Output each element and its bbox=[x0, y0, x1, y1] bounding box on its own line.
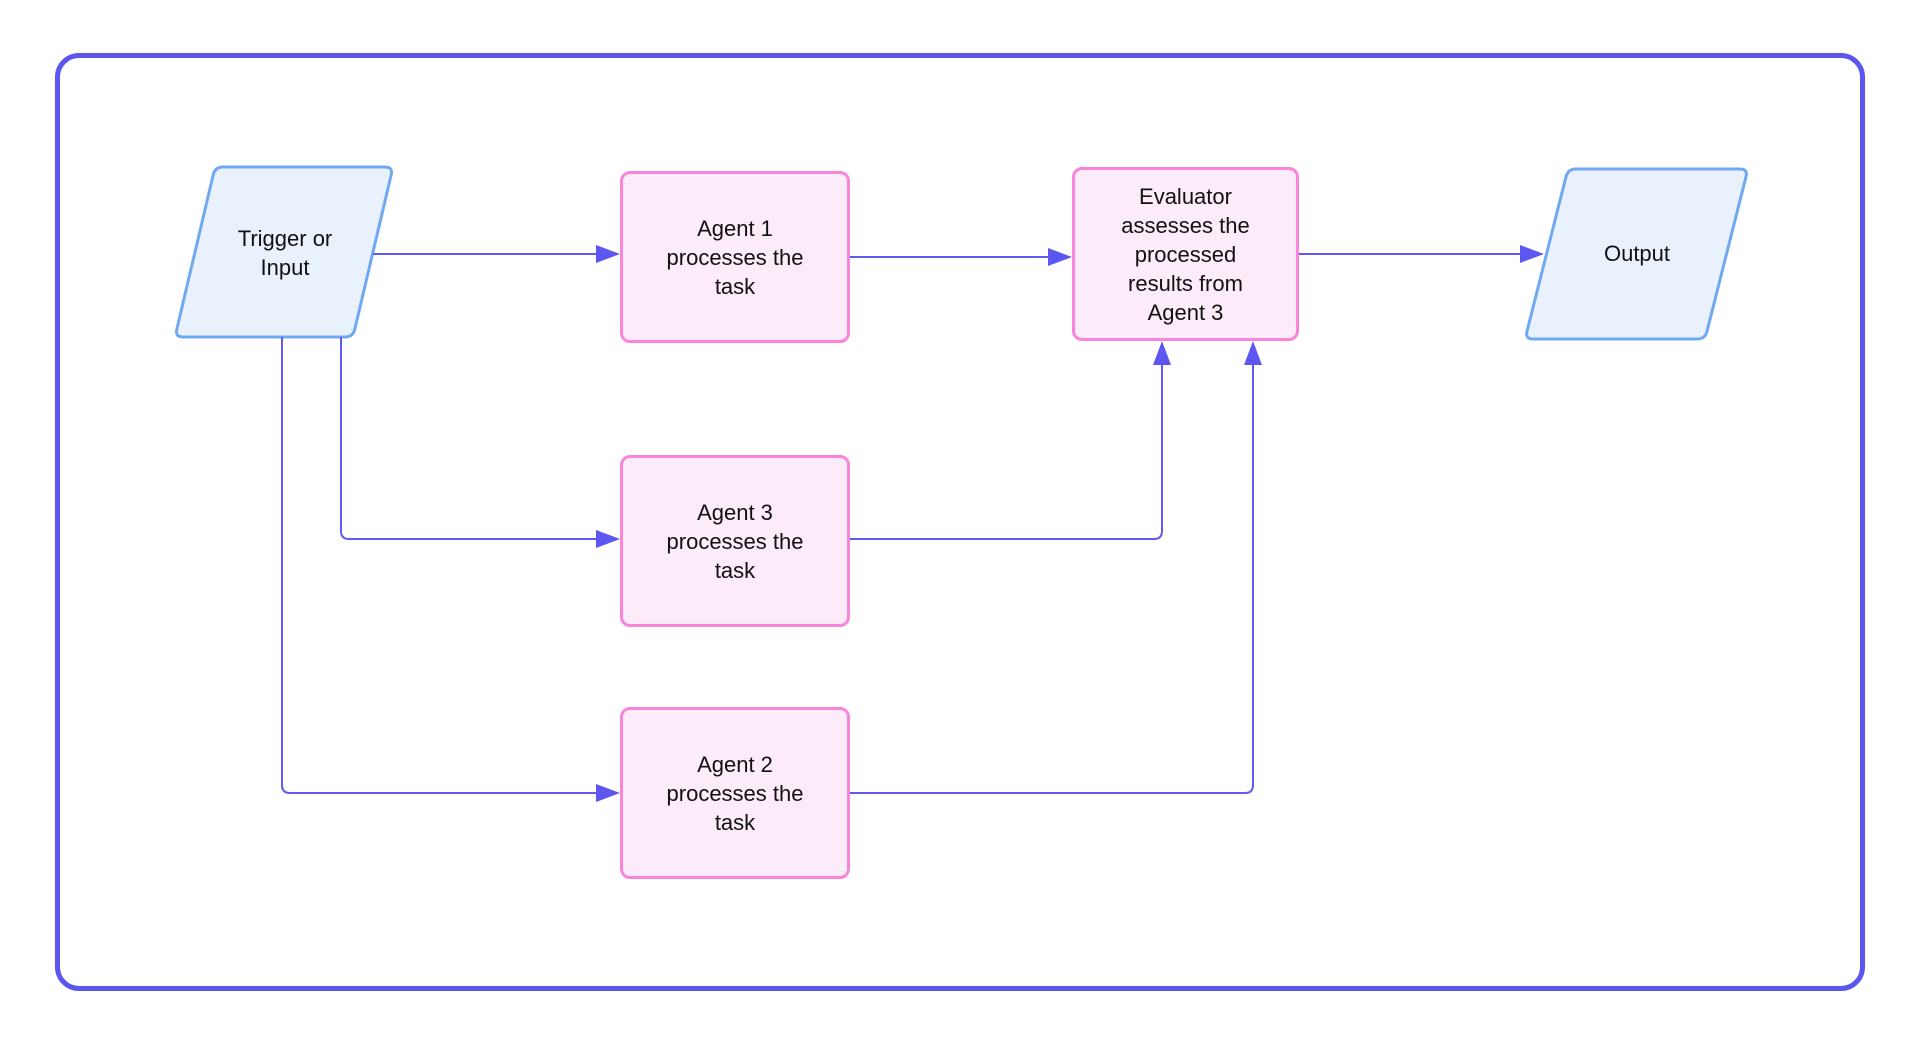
node-evaluator-label: Evaluator assesses the processed results… bbox=[1121, 183, 1250, 325]
node-agent3: Agent 3 processes the task bbox=[620, 455, 850, 627]
node-agent3-label: Agent 3 processes the task bbox=[666, 499, 804, 583]
node-trigger-label: Trigger or Input bbox=[237, 225, 333, 280]
node-trigger: Trigger or Input bbox=[195, 170, 375, 335]
arrowhead-trigger-agent2 bbox=[596, 784, 620, 802]
trigger-shape bbox=[175, 165, 393, 339]
arrowhead-trigger-agent3 bbox=[596, 530, 620, 548]
outer-frame bbox=[55, 53, 1865, 991]
arrowhead-agent1-evaluator bbox=[1048, 248, 1072, 266]
arrowhead-evaluator-output bbox=[1520, 245, 1544, 263]
node-agent1: Agent 1 processes the task bbox=[620, 171, 850, 343]
node-evaluator: Evaluator assesses the processed results… bbox=[1072, 167, 1299, 341]
edge-agent2-evaluator bbox=[850, 364, 1254, 794]
node-agent2-label: Agent 2 processes the task bbox=[666, 751, 804, 835]
arrowhead-trigger-agent1 bbox=[596, 245, 620, 263]
output-shape bbox=[1525, 167, 1748, 341]
node-agent2: Agent 2 processes the task bbox=[620, 707, 850, 879]
edge-trigger-agent3 bbox=[340, 337, 597, 540]
node-agent1-label: Agent 1 processes the task bbox=[666, 215, 804, 299]
arrowhead-agent2-evaluator bbox=[1244, 341, 1262, 365]
arrowhead-agent3-evaluator bbox=[1153, 341, 1171, 365]
node-output-label: Output bbox=[1603, 241, 1671, 266]
node-output: Output bbox=[1546, 170, 1728, 337]
edge-agent3-evaluator bbox=[850, 364, 1163, 540]
edge-trigger-agent2 bbox=[281, 337, 597, 794]
